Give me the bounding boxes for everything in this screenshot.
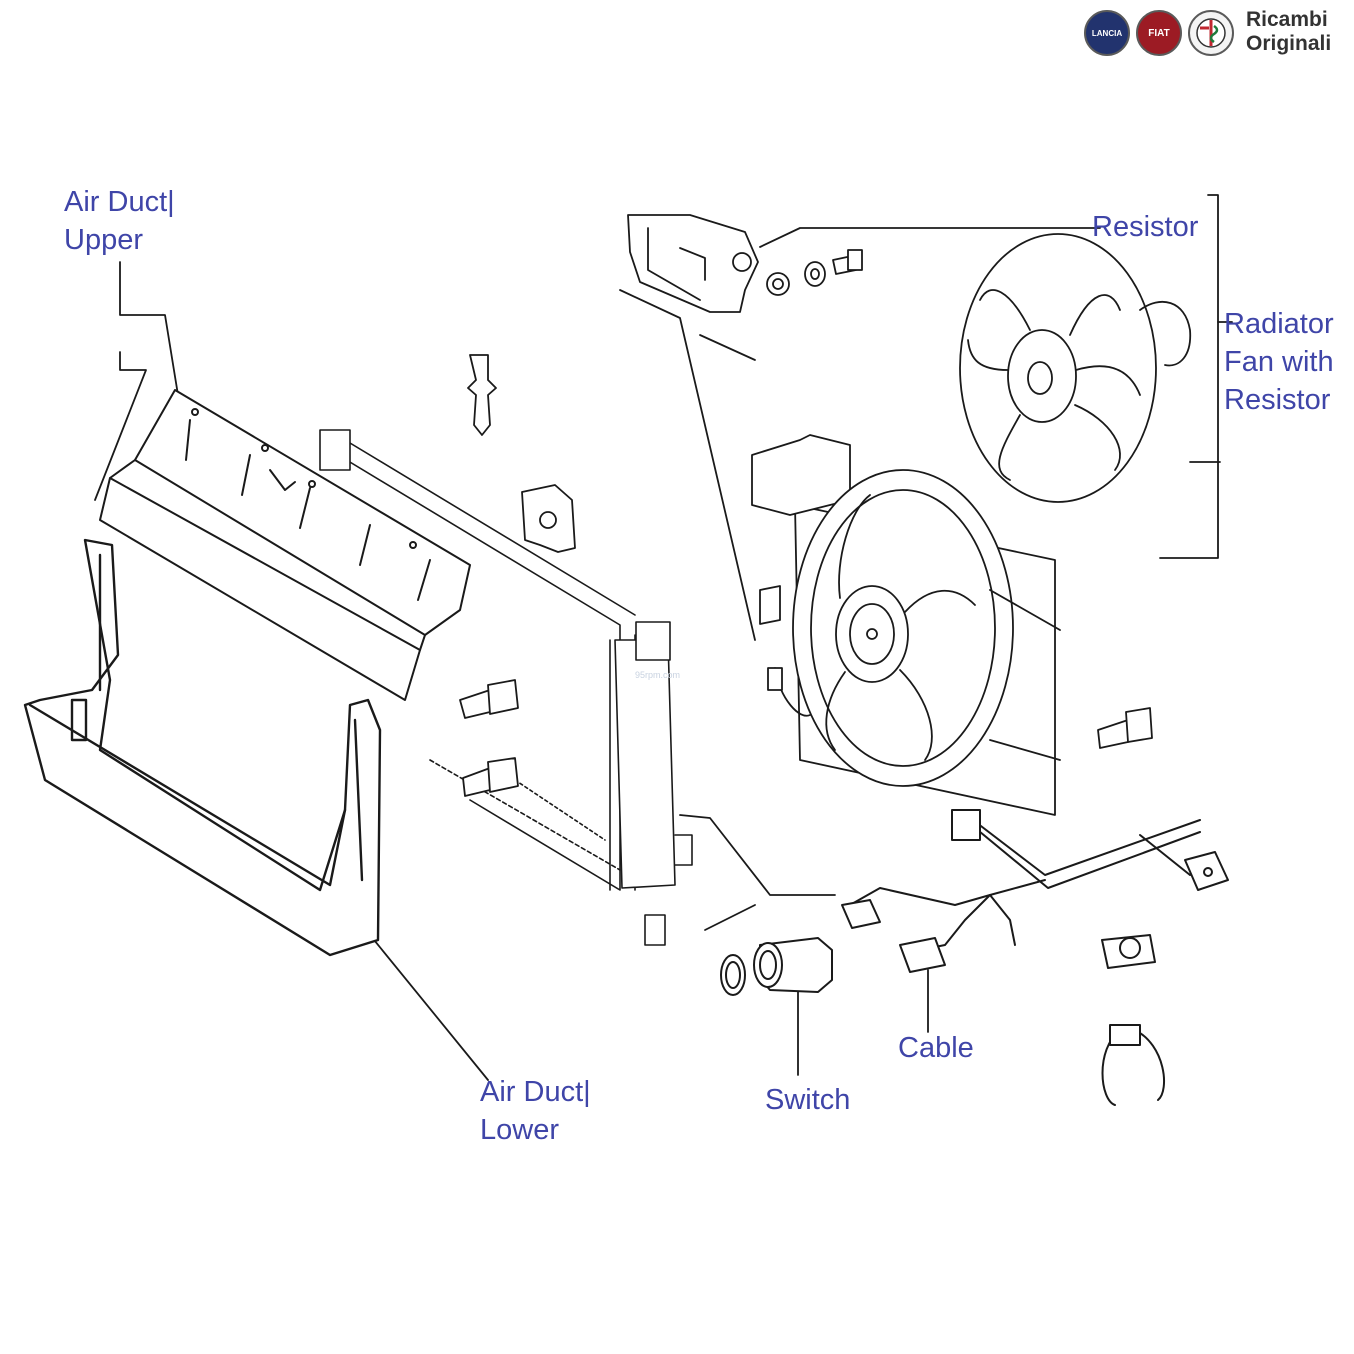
fiat-badge-icon: FIAT bbox=[1136, 10, 1182, 56]
callout-switch: Switch bbox=[765, 1081, 850, 1119]
upper-air-duct-part bbox=[99, 389, 471, 701]
callout-line: Resistor bbox=[1224, 384, 1331, 416]
switch-part bbox=[720, 937, 833, 996]
callout-air-duct-upper: Air Duct| Upper bbox=[64, 183, 175, 259]
wiring-harness-part bbox=[841, 809, 1229, 973]
callout-line: Fan with bbox=[1224, 346, 1334, 378]
brand-line-1: Ricambi bbox=[1246, 8, 1328, 31]
lower-air-duct-part bbox=[23, 538, 382, 957]
callout-line: Air Duct| bbox=[64, 186, 175, 218]
callout-line: Upper bbox=[64, 224, 143, 256]
brand-logo-block: LANCIA FIAT Ricambi Originali bbox=[1080, 6, 1350, 62]
callout-radiator-fan: Radiator Fan with Resistor bbox=[1224, 305, 1334, 419]
lancia-badge-icon: LANCIA bbox=[1084, 10, 1130, 56]
callout-air-duct-lower: Air Duct| Lower bbox=[480, 1073, 591, 1149]
callout-line: Lower bbox=[480, 1114, 559, 1146]
radiator-part bbox=[319, 429, 693, 946]
callout-line: Air Duct| bbox=[480, 1076, 591, 1108]
callout-line: Radiator bbox=[1224, 308, 1334, 340]
callout-line: Switch bbox=[765, 1084, 851, 1116]
fan-blade-part bbox=[959, 233, 1192, 503]
callout-cable: Cable bbox=[898, 1029, 974, 1067]
alfa-romeo-badge-icon bbox=[1188, 10, 1234, 56]
callout-line: Resistor bbox=[1092, 211, 1199, 243]
resistor-part bbox=[627, 214, 863, 313]
fan-shroud-part bbox=[751, 434, 1061, 816]
brand-line-2: Originali bbox=[1246, 32, 1332, 55]
watermark: 95rpm.com bbox=[635, 670, 680, 680]
callout-resistor: Resistor bbox=[1092, 208, 1198, 246]
fasteners-part bbox=[459, 354, 1153, 797]
brand-text: Ricambi Originali bbox=[1246, 8, 1331, 56]
callout-line: Cable bbox=[898, 1032, 974, 1064]
clamps-part bbox=[1101, 934, 1165, 1106]
